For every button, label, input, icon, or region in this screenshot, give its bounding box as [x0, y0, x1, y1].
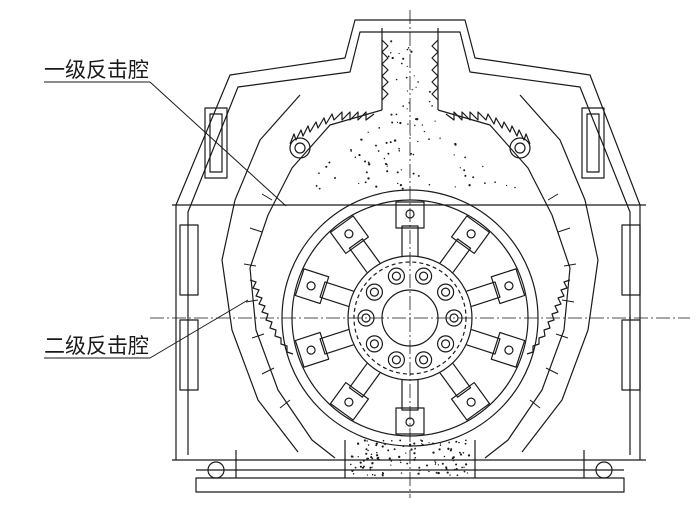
- hub-bolt: [387, 267, 406, 285]
- hub-bolt: [387, 351, 406, 369]
- primary-impact-curtain-left: [221, 94, 383, 269]
- rotor-hammer: [294, 268, 354, 308]
- primary-impact-chamber-label: 一级反击腔: [44, 58, 149, 82]
- rotor-hammer: [466, 328, 526, 368]
- hub-bolt-inner: [361, 313, 371, 323]
- inspection-doors: [179, 107, 641, 391]
- hub-bolt: [414, 267, 433, 285]
- secondary-impact-curtain-right: [484, 259, 599, 459]
- rotor: [281, 189, 539, 447]
- hub-bolt-inner: [391, 355, 402, 365]
- base-frame: [195, 450, 625, 493]
- hub-bolt-inner: [440, 339, 451, 349]
- center-lines: [150, 10, 690, 498]
- feed-hopper: [381, 28, 439, 110]
- secondary-impact-curtain-left: [221, 259, 336, 459]
- secondary-impact-chamber-label: 二级反击腔: [44, 334, 149, 358]
- rotor-hammers: [294, 201, 526, 435]
- rotor-hammer: [395, 380, 425, 435]
- hub-bolt-inner: [418, 355, 429, 365]
- leader-lines: [44, 81, 287, 359]
- hub-bolt: [436, 335, 455, 353]
- primary-impact-curtain-right: [437, 94, 599, 269]
- rotor-hammer: [294, 328, 354, 368]
- outer-housing: [172, 19, 646, 461]
- hub-bolt-inner: [391, 271, 402, 281]
- hub-bolt: [445, 309, 463, 327]
- rotor-hammer: [395, 201, 425, 256]
- curtain-bolts: [243, 193, 577, 409]
- rotor-hammer: [439, 363, 491, 421]
- hub-bolt-inner: [418, 271, 429, 281]
- rotor-hammer: [329, 215, 381, 273]
- hub-bolt: [436, 283, 455, 301]
- hub-bolt: [357, 309, 375, 327]
- hub-bolt-inner: [440, 287, 451, 297]
- hub-bolt-inner: [449, 313, 459, 323]
- hub-bolt: [414, 351, 433, 369]
- rotor-hammer: [439, 215, 491, 273]
- rotor-hammer: [466, 268, 526, 308]
- rotor-hub-bolts: [357, 267, 463, 369]
- rotor-hammer: [329, 363, 381, 421]
- material-fill: [315, 40, 516, 477]
- discharge-chute: [344, 440, 476, 478]
- hub-bolt: [365, 283, 384, 301]
- hub-bolt-inner: [369, 339, 380, 349]
- hub-bolt: [365, 335, 384, 353]
- hub-bolt-inner: [369, 287, 380, 297]
